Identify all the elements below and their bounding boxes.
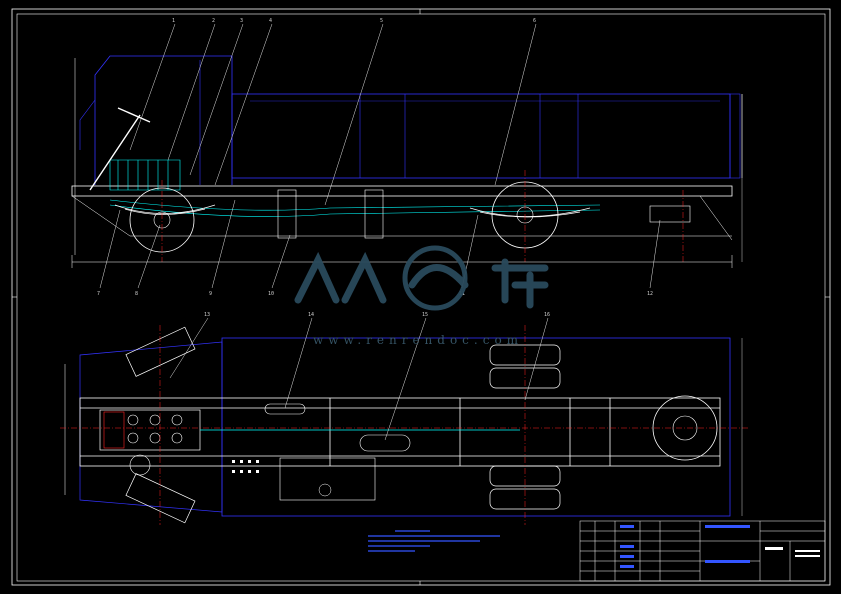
callout-label: 1 bbox=[172, 18, 175, 24]
chassis-frame-top bbox=[79, 397, 721, 467]
watermark-url: www.renrendoc.com bbox=[312, 333, 524, 347]
chassis-frame-side bbox=[71, 185, 733, 197]
front-wheel bbox=[129, 187, 195, 253]
technical-notes bbox=[368, 530, 500, 552]
side-view: 1 2 3 4 5 6 7 8 9 10 11 12 bbox=[71, 18, 743, 297]
callout-label: 2 bbox=[212, 18, 215, 24]
outer-border bbox=[11, 8, 831, 586]
callout-label: 9 bbox=[209, 291, 212, 297]
cab-outline bbox=[94, 55, 233, 185]
callout-label: 3 bbox=[240, 18, 243, 24]
top-view: 13 14 15 16 bbox=[60, 312, 750, 525]
callout-label: 7 bbox=[97, 291, 100, 297]
renrendoc-logo-icon bbox=[294, 245, 549, 311]
inner-border bbox=[16, 13, 826, 582]
callout-label: 5 bbox=[380, 18, 383, 24]
callout-label: 13 bbox=[204, 312, 210, 318]
callout-label: 4 bbox=[269, 18, 272, 24]
callout-label: 15 bbox=[422, 312, 428, 318]
callout-label: 8 bbox=[135, 291, 138, 297]
cargo-box bbox=[231, 93, 731, 179]
callout-label: 10 bbox=[268, 291, 274, 297]
callout-label: 12 bbox=[647, 291, 653, 297]
title-block bbox=[579, 520, 826, 582]
callout-label: 6 bbox=[533, 18, 536, 24]
cab-top-outline bbox=[79, 341, 223, 513]
callout-label: 14 bbox=[308, 312, 314, 318]
callout-label: 16 bbox=[544, 312, 550, 318]
